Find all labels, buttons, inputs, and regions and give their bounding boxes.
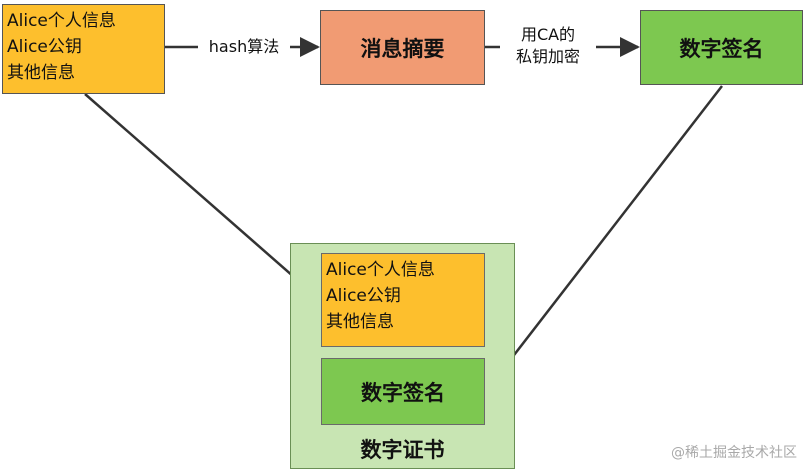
certificate-signature-box: 数字签名 xyxy=(321,358,485,425)
certificate-info-line: 其他信息 xyxy=(326,312,394,332)
hash-label: hash算法 xyxy=(198,36,290,58)
watermark: @稀土掘金技术社区 xyxy=(671,445,797,461)
alice-info-line: 其他信息 xyxy=(7,63,75,83)
alice-info-line: Alice个人信息 xyxy=(7,11,116,31)
info-to-certificate-arrow xyxy=(84,93,320,300)
digest-box: 消息摘要 xyxy=(320,10,485,85)
alice-info-line: Alice公钥 xyxy=(7,37,82,57)
signature-box: 数字签名 xyxy=(640,10,803,85)
certificate-container: Alice个人信息 Alice公钥 其他信息 数字签名 数字证书 xyxy=(290,243,515,469)
certificate-info-line: Alice个人信息 xyxy=(326,260,435,280)
digest-label: 消息摘要 xyxy=(360,36,445,61)
signature-label: 数字签名 xyxy=(679,36,764,61)
certificate-signature-label: 数字签名 xyxy=(361,380,445,405)
signature-to-certificate-arrow xyxy=(485,85,723,392)
encrypt-label-line: 用CA的 xyxy=(520,25,576,44)
certificate-title: 数字证书 xyxy=(360,438,445,462)
encrypt-label-line: 私钥加密 xyxy=(515,47,580,66)
alice-info-box: Alice个人信息 Alice公钥 其他信息 xyxy=(2,4,165,94)
certificate-info-line: Alice公钥 xyxy=(326,286,401,306)
encrypt-label: 用CA的 私钥加密 xyxy=(500,24,596,68)
certificate-info-box: Alice个人信息 Alice公钥 其他信息 xyxy=(321,253,485,347)
